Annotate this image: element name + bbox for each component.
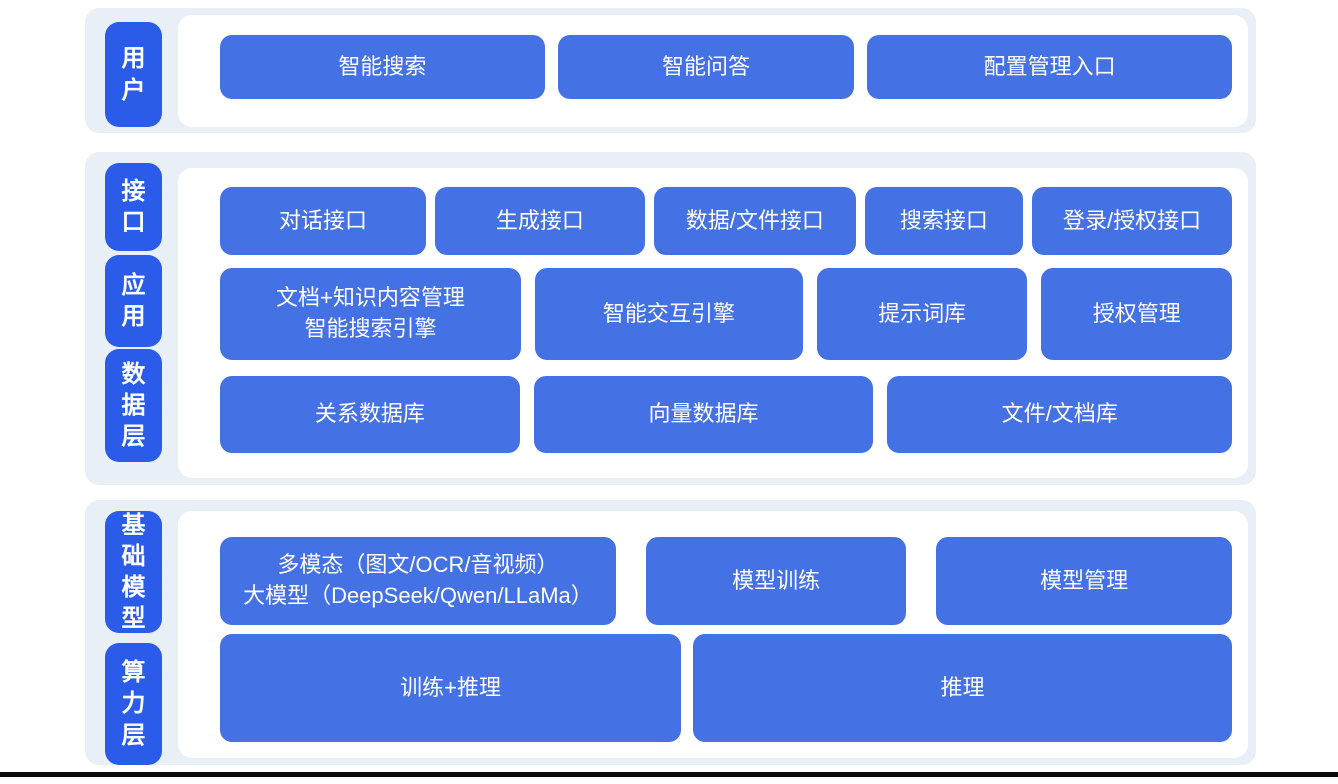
user-layer-row: 智能搜索 智能问答 配置管理入口 bbox=[220, 35, 1232, 99]
data-file-api-box: 数据/文件接口 bbox=[653, 187, 856, 255]
model-training-box: 模型训练 bbox=[645, 537, 907, 625]
inference-box: 推理 bbox=[693, 634, 1232, 742]
compute-layer-label: 算力层 bbox=[105, 643, 162, 765]
foundation-model-layer-row: 多模态（图文/OCR/音视频） 大模型（DeepSeek/Qwen/LLaMa）… bbox=[220, 537, 1232, 625]
interface-layer-row: 对话接口 生成接口 数据/文件接口 搜索接口 登录/授权接口 bbox=[220, 187, 1233, 255]
interface-layer-label: 接口 bbox=[105, 163, 162, 251]
prompt-library-box: 提示词库 bbox=[816, 268, 1028, 360]
data-layer-row: 关系数据库 向量数据库 文件/文档库 bbox=[220, 376, 1233, 453]
relational-db-box: 关系数据库 bbox=[220, 376, 520, 453]
login-auth-api-box: 登录/授权接口 bbox=[1032, 187, 1233, 255]
vector-db-box: 向量数据库 bbox=[533, 376, 874, 453]
smart-interaction-engine-box: 智能交互引擎 bbox=[534, 268, 803, 360]
training-inference-box: 训练+推理 bbox=[220, 634, 682, 742]
dialog-api-box: 对话接口 bbox=[220, 187, 426, 255]
footer-divider-bar bbox=[0, 772, 1338, 777]
file-document-store-box: 文件/文档库 bbox=[887, 376, 1233, 453]
model-management-box: 模型管理 bbox=[936, 537, 1232, 625]
application-layer-row: 文档+知识内容管理 智能搜索引擎 智能交互引擎 提示词库 授权管理 bbox=[220, 268, 1233, 360]
user-layer-label: 用户 bbox=[105, 22, 162, 127]
data-layer-label: 数据层 bbox=[105, 349, 162, 462]
smart-search-box: 智能搜索 bbox=[220, 35, 545, 99]
compute-layer-row: 训练+推理 推理 bbox=[220, 634, 1232, 742]
search-api-box: 搜索接口 bbox=[864, 187, 1024, 255]
config-management-entry-box: 配置管理入口 bbox=[867, 35, 1232, 99]
foundation-model-layer-label: 基础模型 bbox=[105, 511, 162, 633]
auth-management-box: 授权管理 bbox=[1041, 268, 1233, 360]
application-layer-label: 应用 bbox=[105, 255, 162, 347]
smart-qa-box: 智能问答 bbox=[557, 35, 855, 99]
generation-api-box: 生成接口 bbox=[434, 187, 645, 255]
doc-knowledge-search-engine-box: 文档+知识内容管理 智能搜索引擎 bbox=[220, 268, 521, 360]
multimodal-llm-box: 多模态（图文/OCR/音视频） 大模型（DeepSeek/Qwen/LLaMa） bbox=[220, 537, 616, 625]
